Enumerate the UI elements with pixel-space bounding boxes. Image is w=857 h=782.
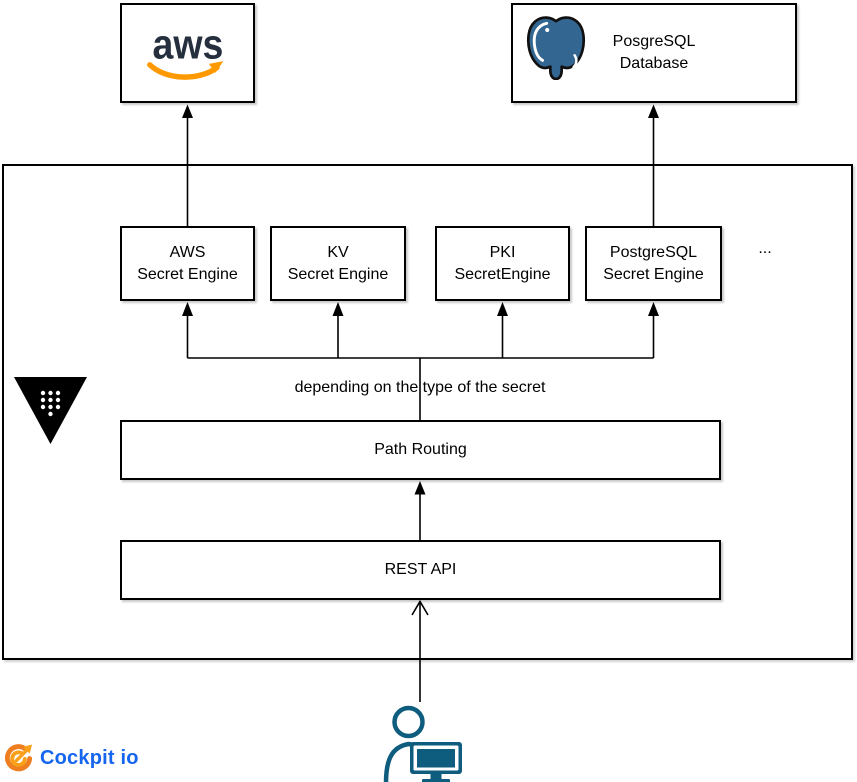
postgresql-elephant-icon (526, 16, 586, 80)
user-workstation-icon (383, 705, 462, 782)
rest-api-node: REST API (120, 540, 721, 600)
vault-boundary-box (2, 164, 853, 660)
vault-dots (40, 390, 61, 417)
aws-smile-swoosh (147, 62, 220, 80)
vault-triangle (14, 377, 87, 444)
elephant-body (526, 16, 586, 80)
aws-logo-icon: aws (147, 20, 224, 80)
engine-label-line1: KV (327, 243, 349, 261)
aws-smile-arrow-tip (208, 61, 224, 73)
cockpit-outer-swirl (5, 743, 33, 771)
aws-node: aws (120, 3, 255, 103)
postgresql-database-label: PosgreSQL Database (513, 5, 795, 101)
engine-label-line2: Secret Engine (137, 265, 238, 283)
engine-label-line1: PostgreSQL (609, 243, 698, 261)
arrowhead-to-pki-engine (497, 302, 508, 316)
monitor-icon (410, 742, 462, 782)
engine-label-line2: SecretEngine (454, 265, 551, 283)
kv-secret-engine-node: KV Secret Engine (270, 226, 406, 301)
aws-secret-engine-node: AWS Secret Engine (120, 226, 255, 301)
cockpit-io-logo-icon (5, 743, 33, 771)
vault-logo-icon (14, 377, 87, 444)
postgresql-label-line2: Database (619, 55, 689, 72)
cockpit-inner-swirl (10, 749, 27, 767)
postgresql-secret-engine-node: PostgreSQL Secret Engine (585, 226, 722, 301)
cockpit-io-wordmark: Cockpit io (40, 746, 139, 769)
pki-secret-engine-node: PKI SecretEngine (435, 226, 570, 301)
engine-label-line1: PKI (489, 243, 516, 261)
arrowhead-awsengine-to-aws (182, 104, 193, 118)
elephant-tail-highlight (572, 54, 578, 69)
path-routing-label: Path Routing (374, 441, 467, 458)
open-arrowhead-user-to-restapi (411, 599, 429, 616)
arrowhead-restapi-to-pathrouting (414, 481, 426, 495)
engine-label-line1: AWS (169, 243, 206, 261)
arrowhead-to-pg-engine (648, 302, 659, 316)
arrowhead-to-kv-engine (332, 302, 344, 316)
postgresql-database-node: PosgreSQL Database (511, 3, 797, 103)
cockpit-arrow-head (22, 743, 33, 754)
arrowhead-pgengine-to-pgdb (648, 104, 659, 118)
aws-logo-text: aws (153, 20, 224, 67)
path-routing-node: Path Routing (120, 420, 721, 480)
elephant-highlight (532, 21, 549, 62)
cockpit-io-brand: Cockpit io (3, 741, 139, 775)
elephant-eye (545, 27, 550, 33)
arrowhead-to-aws-engine (182, 302, 193, 316)
user-head (392, 705, 425, 739)
rest-api-label: REST API (384, 561, 457, 578)
engine-label-line2: Secret Engine (287, 265, 389, 283)
branch-condition-label: depending on the type of the secret (294, 379, 546, 396)
postgresql-label-line1: PosgreSQL (612, 33, 696, 50)
engine-label-line2: Secret Engine (603, 265, 704, 283)
more-engines-ellipsis: ... (758, 240, 772, 257)
